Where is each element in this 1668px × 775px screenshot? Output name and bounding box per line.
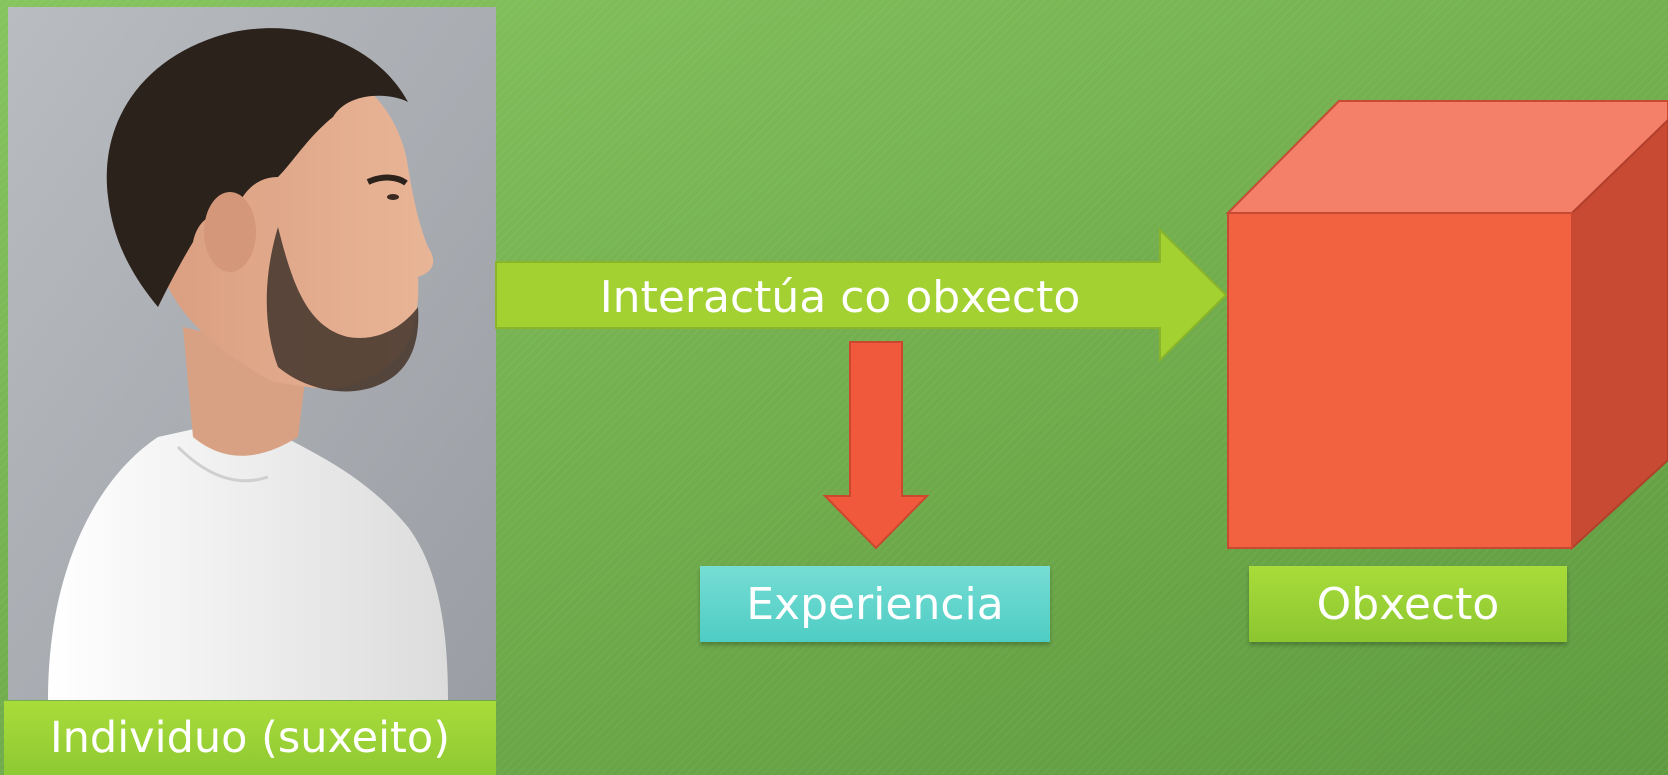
object-box: Obxecto	[1249, 566, 1567, 642]
object-label: Obxecto	[1316, 578, 1500, 630]
experience-label: Experiencia	[746, 578, 1004, 630]
experience-arrow	[822, 341, 930, 550]
interaction-label: Interactúa co obxecto	[599, 271, 1081, 323]
object-cube	[1225, 100, 1668, 551]
experience-box: Experiencia	[700, 566, 1050, 642]
individual-photo	[8, 7, 496, 700]
subject-box: Individuo (suxeito)	[4, 701, 496, 775]
interaction-arrow	[495, 227, 1228, 363]
subject-label: Individuo (suxeito)	[50, 713, 450, 763]
